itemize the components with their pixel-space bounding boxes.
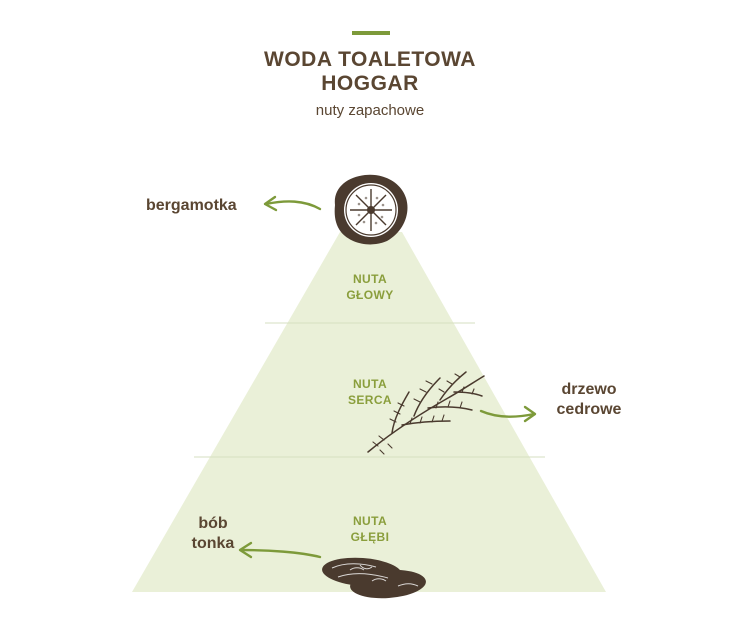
pyramid-shape: [132, 232, 606, 592]
ingredient-tonka-line2: tonka: [191, 535, 235, 552]
tier-heart-label: NUTA SERCA: [320, 376, 420, 408]
ingredient-bergamot-label: bergamotka: [146, 197, 237, 214]
ingredient-cedar-line1: drzewo: [561, 381, 617, 398]
cedar-branch-icon: [367, 371, 485, 455]
ingredient-tonka-label: bób tonka: [186, 514, 240, 554]
tier-top-line1: NUTA: [352, 272, 388, 286]
tier-heart-line1: NUTA: [352, 377, 388, 391]
title-line-1: WODA TOALETOWA: [264, 48, 476, 71]
tier-base-label: NUTA GŁĘBI: [320, 513, 420, 545]
ingredient-cedar-label: drzewo cedrowe: [552, 380, 626, 420]
tier-heart-line2: SERCA: [347, 393, 392, 407]
subtitle: nuty zapachowe: [315, 102, 425, 119]
tier-base-line1: NUTA: [352, 514, 388, 528]
ingredient-cedar-line2: cedrowe: [556, 401, 622, 418]
accent-bar: [352, 31, 390, 35]
tier-top-line2: GŁOWY: [346, 288, 394, 302]
tier-top-label: NUTA GŁOWY: [320, 271, 420, 303]
tonka-bean-icon: [322, 557, 426, 599]
arrow-to-cedar: [479, 405, 537, 423]
title-line-2: HOGGAR: [321, 72, 419, 95]
tier-base-line2: GŁĘBI: [350, 530, 390, 544]
ingredient-tonka-line1: bób: [198, 515, 228, 532]
arrow-to-tonka: [238, 541, 322, 559]
bergamot-slice-icon: [334, 174, 408, 245]
arrow-to-bergamot: [263, 195, 322, 212]
